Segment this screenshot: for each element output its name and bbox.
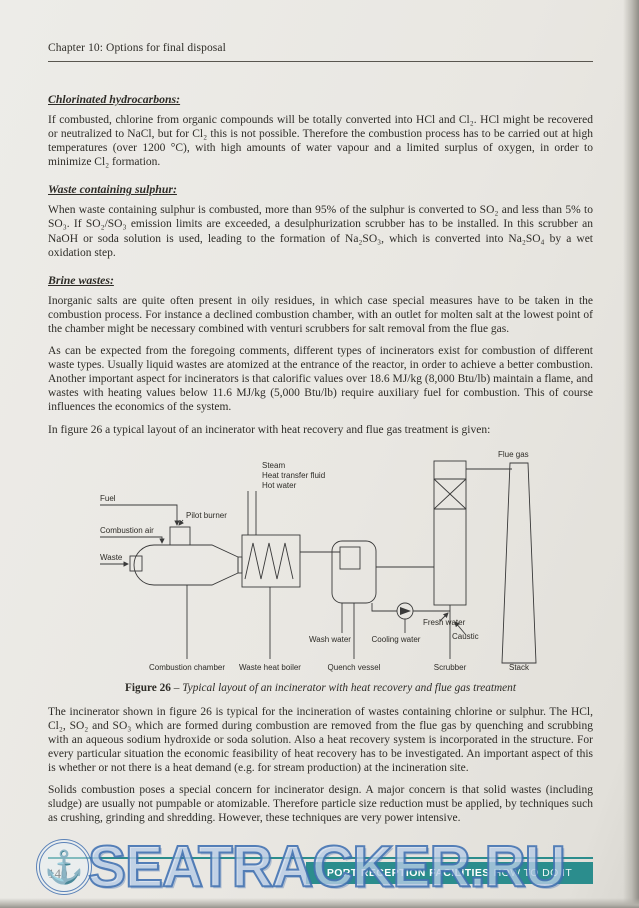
figure-caption-text: – Typical layout of an incinerator with … <box>173 681 516 694</box>
footer-rule <box>48 857 593 859</box>
page-number: 140 <box>48 866 68 881</box>
label-quench-vessel: Quench vessel <box>328 663 381 672</box>
label-scrubber: Scrubber <box>434 663 467 672</box>
label-caustic: Caustic <box>452 632 479 641</box>
paragraph: The incinerator shown in figure 26 is ty… <box>48 705 593 774</box>
label-heat-transfer-fluid: Heat transfer fluid <box>262 471 325 480</box>
diagram-lines <box>100 460 537 664</box>
page-footer: 140 PORT RECEPTION FACILITIES HOW TO DO … <box>48 857 593 884</box>
page-edge-right <box>623 0 639 908</box>
chapter-header: Chapter 10: Options for final disposal <box>48 42 226 54</box>
figure-caption: Figure 26 – Typical layout of an inciner… <box>48 682 593 694</box>
incinerator-diagram: Steam Heat transfer fluid Hot water Flue… <box>100 450 537 672</box>
paragraph: Inorganic salts are quite often present … <box>48 294 593 335</box>
diagram-labels: Steam Heat transfer fluid Hot water Flue… <box>100 450 530 672</box>
paragraph: In figure 26 a typical layout of an inci… <box>48 423 491 436</box>
label-fresh-water: Fresh water <box>423 618 466 627</box>
label-combustion-air: Combustion air <box>100 526 154 535</box>
page-edge-bottom <box>0 898 639 908</box>
footer-title-bold: PORT RECEPTION FACILITIES <box>326 867 490 879</box>
label-combustion-chamber: Combustion chamber <box>149 663 225 672</box>
label-stack: Stack <box>509 663 530 672</box>
label-waste-heat-boiler: Waste heat boiler <box>239 663 301 672</box>
section-title-brine: Brine wastes: <box>48 272 114 287</box>
paragraph: Solids combustion poses a special concer… <box>48 784 593 825</box>
label-flue-gas: Flue gas <box>498 450 529 459</box>
section-title-sulphur: Waste containing sulphur: <box>48 182 177 197</box>
page-content: Chapter 10: Options for final disposal C… <box>48 42 593 833</box>
label-fuel: Fuel <box>100 494 116 503</box>
footer-title-light: HOW TO DO IT <box>493 867 573 879</box>
footer-title-bar: PORT RECEPTION FACILITIES HOW TO DO IT <box>306 862 593 884</box>
section-title-chlorinated: Chlorinated hydrocarbons: <box>48 92 181 106</box>
label-waste: Waste <box>100 553 123 562</box>
figure-26: Steam Heat transfer fluid Hot water Flue… <box>48 445 593 694</box>
paragraph: If combusted, chlorine from organic comp… <box>48 114 593 169</box>
label-cooling-water: Cooling water <box>372 635 421 644</box>
figure-caption-label: Figure 26 <box>125 681 171 694</box>
label-wash-water: Wash water <box>309 635 351 644</box>
paragraph: When waste containing sulphur is combust… <box>48 204 593 259</box>
header-rule <box>48 61 593 62</box>
paragraph: As can be expected from the foregoing co… <box>48 345 593 414</box>
label-pilot-burner: Pilot burner <box>186 511 227 520</box>
label-hot-water: Hot water <box>262 481 297 490</box>
label-steam: Steam <box>262 461 285 470</box>
